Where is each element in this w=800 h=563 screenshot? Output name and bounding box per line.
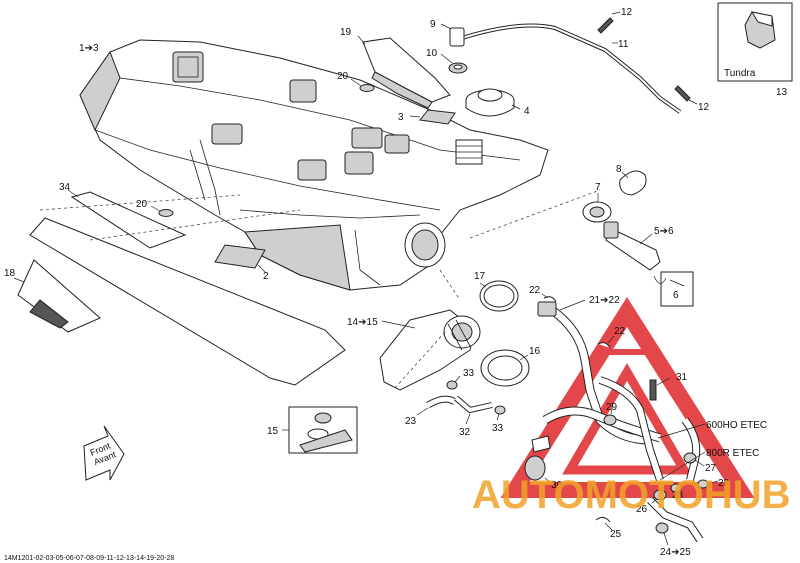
part-9-vent-valve: [440, 23, 465, 47]
callout-34: 34: [59, 182, 71, 193]
part-6-box: [653, 271, 694, 307]
callout-28-b: 28: [718, 478, 730, 489]
part-32-line: [454, 395, 493, 425]
part-3-pad: [409, 109, 456, 125]
part-10-grommet: [440, 53, 468, 74]
callout-14-15: 14➔15: [347, 317, 378, 328]
part-11-vent-tube: [461, 23, 682, 114]
part-26-clamp: [651, 489, 667, 504]
part-12-clip-top: [597, 11, 621, 34]
part-18-guard: [13, 259, 101, 333]
callout-10: 10: [426, 48, 438, 59]
part-29-clamp: [603, 401, 617, 426]
part-28-clamp-b: [697, 479, 719, 489]
part-20-grommet-top: [350, 78, 375, 92]
callout-26: 26: [636, 504, 648, 515]
part-20-grommet-left: [150, 205, 174, 217]
callout-2: 2: [263, 271, 269, 282]
callout-8: 8: [616, 164, 622, 175]
callout-33-a: 33: [463, 368, 475, 379]
part-7-sender-flange: [582, 193, 612, 223]
part-15-box: [282, 406, 358, 454]
callout-30: 30: [551, 480, 563, 491]
callout-12-bottom: 12: [698, 102, 710, 113]
part-23-hose: [416, 395, 458, 416]
callout-25: 25: [610, 529, 622, 540]
part-30-filter: [524, 435, 551, 483]
part-16-lock-ring: [480, 349, 530, 387]
part-17-gasket: [479, 280, 519, 312]
callout-20-top: 20: [337, 71, 349, 82]
fuel-tank: [79, 39, 549, 291]
callout-7: 7: [595, 182, 601, 193]
callout-3: 3: [398, 112, 404, 123]
callout-12-top: 12: [621, 7, 633, 18]
callout-23: 23: [405, 416, 417, 427]
part-31-connector: [649, 377, 671, 401]
callout-9: 9: [430, 19, 436, 30]
part-4-fuel-cap: [465, 88, 521, 117]
part-2-pad: [214, 244, 266, 273]
part-14-fuel-pump: [379, 309, 481, 391]
callout-28-a: 28: [672, 490, 684, 501]
part-34-mat: [29, 189, 346, 386]
engine-label-800r: 800R ETEC: [706, 448, 759, 459]
callout-16: 16: [529, 346, 541, 357]
watermark-text: AUTOMOTOHUB: [472, 473, 791, 517]
callout-11: 11: [618, 39, 629, 50]
tundra-inset-box: [717, 2, 793, 82]
part-33-clamp-a: [446, 375, 461, 390]
callout-1-3: 1➔3: [79, 43, 99, 54]
callout-15: 15: [267, 426, 279, 437]
part-22-clamp-a: [541, 293, 557, 303]
part-21-fuel-line: [537, 299, 704, 543]
engine-label-600ho: 600HO ETEC: [706, 420, 767, 431]
callout-17: 17: [474, 271, 486, 282]
tundra-inset-label: Tundra: [724, 68, 756, 79]
part-24-clamp: [655, 522, 669, 546]
callout-22-b: 22: [614, 326, 626, 337]
figure-code: 14M1201-02-03-05-06-07-08-09-11-12-13-14…: [4, 555, 174, 562]
callout-22-a: 22: [529, 285, 541, 296]
callout-32: 32: [459, 427, 471, 438]
front-direction-arrow: [83, 425, 125, 481]
callout-29: 29: [606, 402, 618, 413]
callout-24-25: 24➔25: [660, 547, 691, 558]
callout-19: 19: [340, 27, 352, 38]
callout-20-left: 20: [136, 199, 148, 210]
part-25-clip: [595, 516, 613, 531]
callout-6: 6: [673, 290, 679, 301]
part-5-level-sender: [603, 221, 661, 271]
callout-18: 18: [4, 268, 16, 279]
callout-21-22: 21➔22: [589, 295, 620, 306]
part-8-o-ring: [619, 170, 647, 196]
callout-4: 4: [524, 106, 530, 117]
part-33-clamp-b: [494, 405, 506, 421]
callout-33-b: 33: [492, 423, 504, 434]
part-22-clamp-b: [597, 335, 615, 349]
part-12-clip-bottom: [674, 85, 698, 105]
callout-5-6: 5➔6: [654, 226, 674, 237]
part-28-clamp-a: [670, 483, 682, 493]
part-19-shield: [357, 35, 451, 109]
callout-27: 27: [705, 463, 717, 474]
callout-31: 31: [676, 372, 688, 383]
callout-13: 13: [776, 87, 788, 98]
